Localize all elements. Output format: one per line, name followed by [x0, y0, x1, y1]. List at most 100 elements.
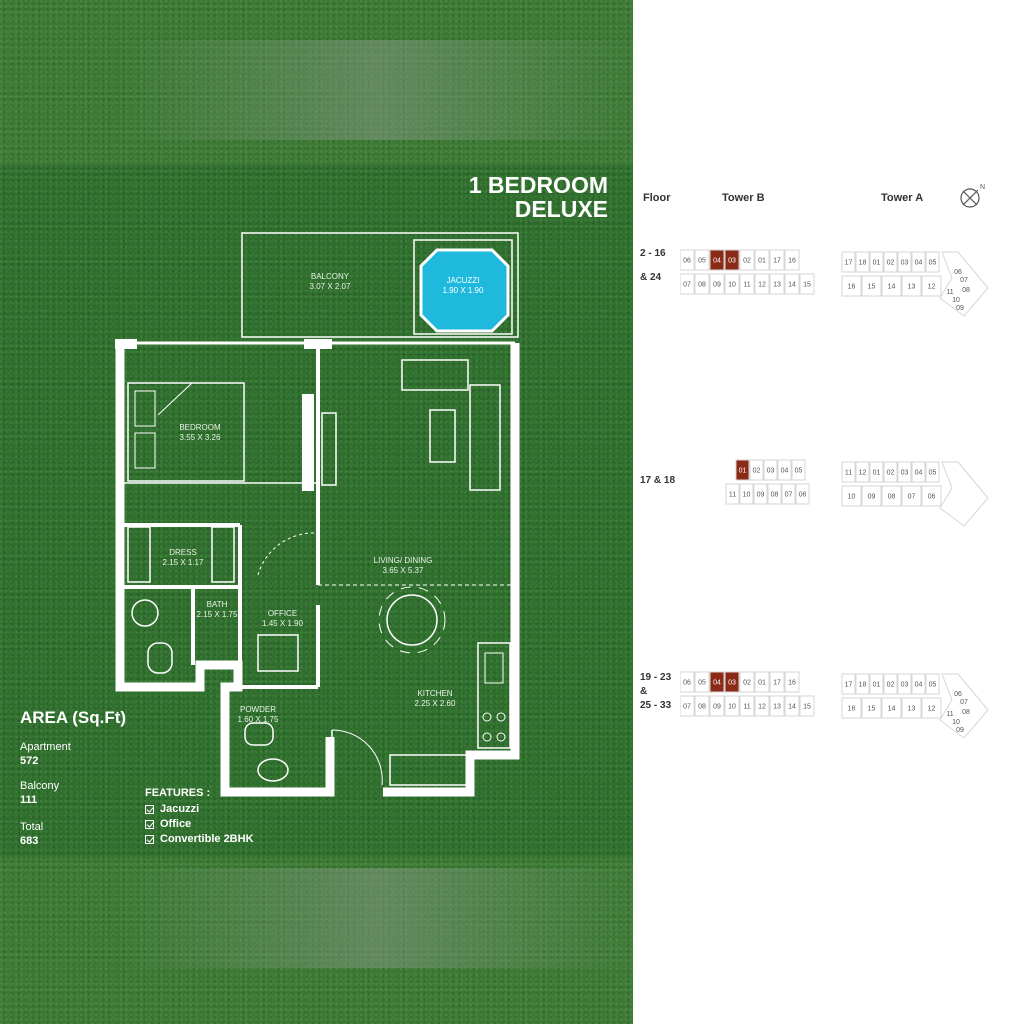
tower-b-unit: 14	[784, 695, 800, 717]
tower-a-wing-unit: 09	[956, 305, 964, 312]
svg-text:02: 02	[887, 470, 895, 477]
tower-a-wing-unit: 08	[962, 709, 970, 716]
svg-text:02: 02	[753, 468, 761, 475]
svg-text:06: 06	[928, 494, 936, 501]
room-label-powder: POWDER 1.60 X 1.75	[230, 705, 286, 725]
office-chair	[257, 634, 299, 672]
powder-toilet	[244, 722, 274, 746]
svg-text:13: 13	[773, 704, 781, 711]
wardrobe-left	[127, 526, 151, 583]
tower-a-wing-unit: 11	[946, 289, 953, 296]
room-label-living: LIVING/ DINING 3.65 X 5.37	[350, 556, 456, 576]
powder-basin	[257, 758, 289, 782]
features-list: FEATURES : Jacuzzi Office Convertible 2B…	[145, 787, 254, 847]
svg-text:05: 05	[929, 682, 937, 689]
tower-a-unit: 10	[841, 485, 862, 507]
tv-unit	[321, 412, 337, 486]
room-label-bedroom: BEDROOM 3.55 X 3.26	[140, 423, 260, 443]
tower-b-unit: 16	[784, 249, 800, 271]
sofa-side	[469, 384, 501, 491]
svg-text:08: 08	[888, 494, 896, 501]
svg-text:07: 07	[683, 704, 691, 711]
tower-b-unit: 08	[767, 483, 782, 505]
svg-text:16: 16	[788, 258, 796, 265]
tower-a-unit: 11	[841, 461, 856, 483]
tower-b-unit: 05	[694, 671, 710, 693]
svg-text:15: 15	[868, 706, 876, 713]
unit-title: 1 BEDROOM DELUXE	[440, 173, 608, 221]
svg-text:05: 05	[929, 260, 937, 267]
svg-text:11: 11	[743, 704, 750, 711]
tower-a-unit: 03	[897, 251, 912, 273]
checkbox-icon	[145, 805, 154, 814]
svg-text:17: 17	[845, 260, 853, 267]
checkbox-icon	[145, 820, 154, 829]
svg-text:07: 07	[785, 492, 793, 499]
room-name: DRESS	[169, 548, 197, 557]
tower-b-unit: 01	[754, 249, 770, 271]
floor-plan-drawing	[115, 232, 520, 797]
tower-a-unit: 18	[855, 673, 870, 695]
hob	[482, 732, 492, 742]
svg-text:04: 04	[915, 470, 923, 477]
column	[115, 339, 137, 349]
tower-a-wing-unit: 06	[954, 269, 962, 276]
floor-label-group-3: 19 - 23 & 25 - 33	[640, 672, 672, 711]
svg-text:02: 02	[743, 258, 751, 265]
svg-text:08: 08	[698, 704, 706, 711]
tower-b-unit: 04	[709, 671, 725, 693]
tower-a-unit: 05	[925, 251, 940, 273]
tower-b-unit: 03	[724, 671, 740, 693]
tower-a-wing	[939, 673, 989, 739]
svg-text:18: 18	[859, 682, 867, 689]
tower-a-wing	[939, 251, 989, 317]
tower-a-unit: 07	[901, 485, 922, 507]
svg-text:14: 14	[788, 704, 796, 711]
svg-text:09: 09	[713, 704, 721, 711]
area-apartment: Apartment 572	[20, 740, 71, 768]
svg-text:05: 05	[698, 258, 706, 265]
tower-b-unit: 04	[777, 459, 792, 481]
svg-text:03: 03	[901, 260, 909, 267]
room-label-kitchen: KITCHEN 2.25 X 2.60	[390, 689, 480, 709]
tower-b-unit: 09	[753, 483, 768, 505]
tower-b-unit: 07	[781, 483, 796, 505]
tower-a-unit: 02	[883, 461, 898, 483]
tower-b-unit: 14	[784, 273, 800, 295]
svg-text:06: 06	[683, 680, 691, 687]
tower-a-unit: 12	[921, 275, 942, 297]
hob	[482, 712, 492, 722]
svg-text:12: 12	[758, 282, 766, 289]
svg-text:01: 01	[873, 682, 881, 689]
tower-a-unit: 14	[881, 275, 902, 297]
svg-text:09: 09	[757, 492, 765, 499]
svg-text:14: 14	[788, 282, 796, 289]
tower-b-unit: 11	[725, 483, 740, 505]
svg-text:01: 01	[758, 258, 766, 265]
svg-text:04: 04	[915, 682, 923, 689]
tower-b-unit: 12	[754, 273, 770, 295]
svg-text:08: 08	[771, 492, 779, 499]
room-label-jacuzzi: JACUZZI 1.90 X 1.90	[410, 276, 516, 296]
tower-b-unit: 05	[694, 249, 710, 271]
coffee-table	[429, 409, 456, 463]
tower-a-unit: 01	[869, 461, 884, 483]
svg-text:14: 14	[888, 706, 896, 713]
unit-title-line1: 1 BEDROOM	[468, 172, 608, 198]
unit-title-line2: DELUXE	[514, 196, 608, 223]
checkbox-icon	[145, 835, 154, 844]
svg-text:09: 09	[868, 494, 876, 501]
room-size: 1.90 X 1.90	[442, 286, 484, 295]
tower-b-unit: 15	[799, 273, 815, 295]
tower-a-unit: 02	[883, 673, 898, 695]
svg-text:07: 07	[908, 494, 916, 501]
toilet	[147, 642, 173, 674]
tower-b-unit: 10	[724, 695, 740, 717]
svg-text:13: 13	[908, 284, 916, 291]
tower-b-unit: 07	[680, 695, 695, 717]
tower-a-wing-unit: 11	[946, 711, 953, 718]
